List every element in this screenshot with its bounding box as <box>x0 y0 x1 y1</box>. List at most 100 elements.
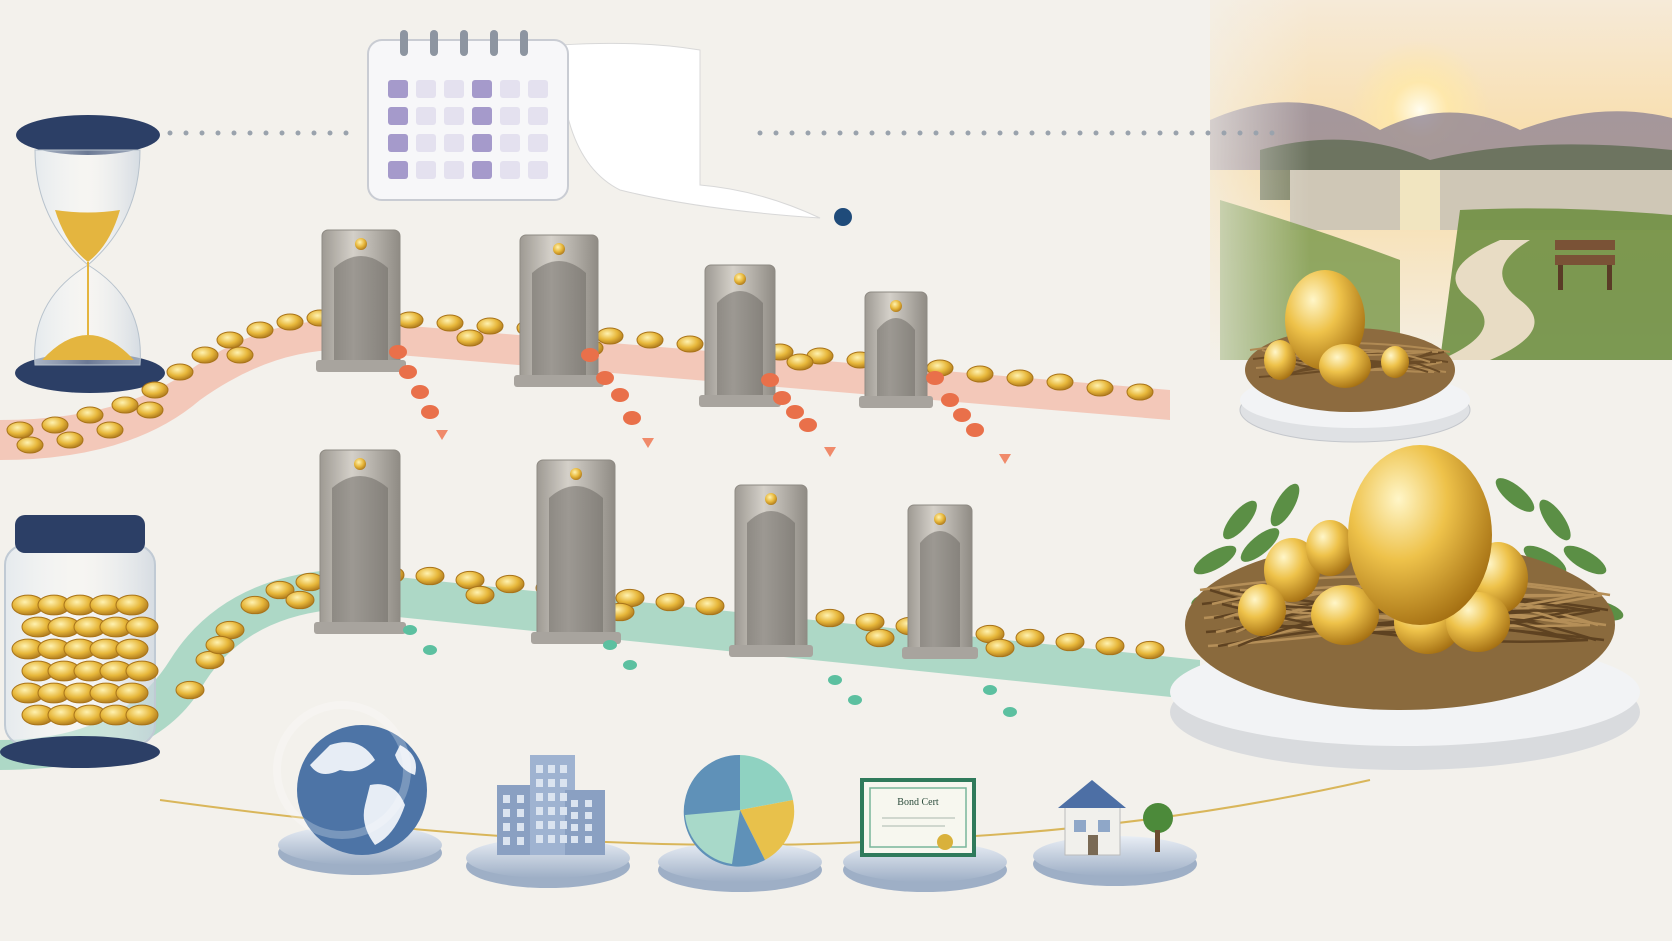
calendar-ring <box>490 30 498 56</box>
calendar-cell <box>388 80 408 98</box>
gate-coin-emblem <box>765 493 777 505</box>
calendar-cell <box>500 134 520 152</box>
window <box>548 793 555 801</box>
calendar-cell <box>416 107 436 125</box>
window <box>503 837 510 845</box>
timeline-dot <box>1125 130 1131 136</box>
calendar-cell <box>528 107 548 125</box>
timeline-dot <box>247 130 253 136</box>
gate-coin-emblem <box>355 238 367 250</box>
gold-coin <box>1015 628 1045 648</box>
window <box>548 765 555 773</box>
gold-coin <box>415 566 445 586</box>
calendar-cell <box>472 107 492 125</box>
fee-coin <box>828 675 842 685</box>
gate-opening <box>334 256 388 368</box>
window <box>560 793 567 801</box>
gold-coin <box>1006 369 1034 387</box>
gold-coin <box>276 313 304 331</box>
gold-coin <box>465 585 495 605</box>
gate-base <box>514 375 604 387</box>
gold-coin <box>1055 632 1085 652</box>
timeline-dot <box>295 130 301 136</box>
timeline-dot <box>311 130 317 136</box>
window <box>548 835 555 843</box>
timeline-dot <box>1205 130 1211 136</box>
gate-coin-emblem <box>553 243 565 255</box>
gold-coin <box>436 314 464 332</box>
gold-coin <box>6 421 34 439</box>
timeline-dot <box>327 130 333 136</box>
timeline-dot <box>901 130 907 136</box>
calendar-cell <box>528 134 548 152</box>
timeline-dot <box>885 130 891 136</box>
timeline-dot <box>167 130 173 136</box>
window <box>503 809 510 817</box>
calendar-cell <box>472 80 492 98</box>
fee-coin <box>623 411 641 425</box>
fee-coin <box>389 345 407 359</box>
golden-egg <box>1306 520 1354 576</box>
gold-coin <box>985 638 1015 658</box>
calendar-ring <box>400 30 408 56</box>
gate-opening <box>747 511 795 653</box>
fee-coin <box>761 373 779 387</box>
fee-coin <box>926 371 944 385</box>
window <box>585 824 592 831</box>
calendar-cell <box>416 161 436 179</box>
calendar-cell <box>528 80 548 98</box>
low-fee-gate <box>531 459 621 644</box>
gate-coin-emblem <box>354 458 366 470</box>
calendar-ring <box>430 30 438 56</box>
gate-opening <box>920 531 960 655</box>
window <box>585 800 592 807</box>
gate-coin-emblem <box>734 273 746 285</box>
fee-coin <box>421 405 439 419</box>
window <box>517 837 524 845</box>
gold-coin <box>786 353 814 371</box>
fee-coin <box>403 625 417 635</box>
window <box>560 807 567 815</box>
gold-coin <box>495 574 525 594</box>
window <box>536 821 543 829</box>
timeline-dot <box>279 130 285 136</box>
gold-coin <box>175 680 205 700</box>
window <box>560 779 567 787</box>
gate-coin-emblem <box>934 513 946 525</box>
timeline-dot <box>805 130 811 136</box>
fee-coin <box>399 365 417 379</box>
window <box>517 795 524 803</box>
gold-coin <box>456 329 484 347</box>
gate-base <box>316 360 406 372</box>
gate-opening <box>532 261 586 383</box>
window <box>585 812 592 819</box>
timeline-dot <box>1237 130 1243 136</box>
window <box>571 800 578 807</box>
golden-egg <box>1319 344 1371 388</box>
timeline-dot <box>853 130 859 136</box>
golden-egg <box>1264 538 1320 602</box>
window <box>503 823 510 831</box>
fee-coin <box>953 408 971 422</box>
calendar-cell <box>388 134 408 152</box>
jar-coin <box>125 660 159 682</box>
jar-coin <box>115 682 149 704</box>
timeline-dot <box>1173 130 1179 136</box>
timeline-dot <box>1269 130 1275 136</box>
timeline-dot <box>821 130 827 136</box>
gold-coin <box>966 365 994 383</box>
window <box>560 765 567 773</box>
leaf <box>1193 545 1237 575</box>
timeline-dot <box>773 130 779 136</box>
calendar-cell <box>444 107 464 125</box>
timeline-dot <box>1093 130 1099 136</box>
window <box>536 765 543 773</box>
high-fee-gate <box>699 264 781 407</box>
calendar-cell <box>388 107 408 125</box>
fee-coin <box>773 391 791 405</box>
calendar-cell <box>416 80 436 98</box>
timeline-dot <box>1045 130 1051 136</box>
calendar-cell <box>444 134 464 152</box>
jar-coin <box>115 594 149 616</box>
fee-coin <box>941 393 959 407</box>
